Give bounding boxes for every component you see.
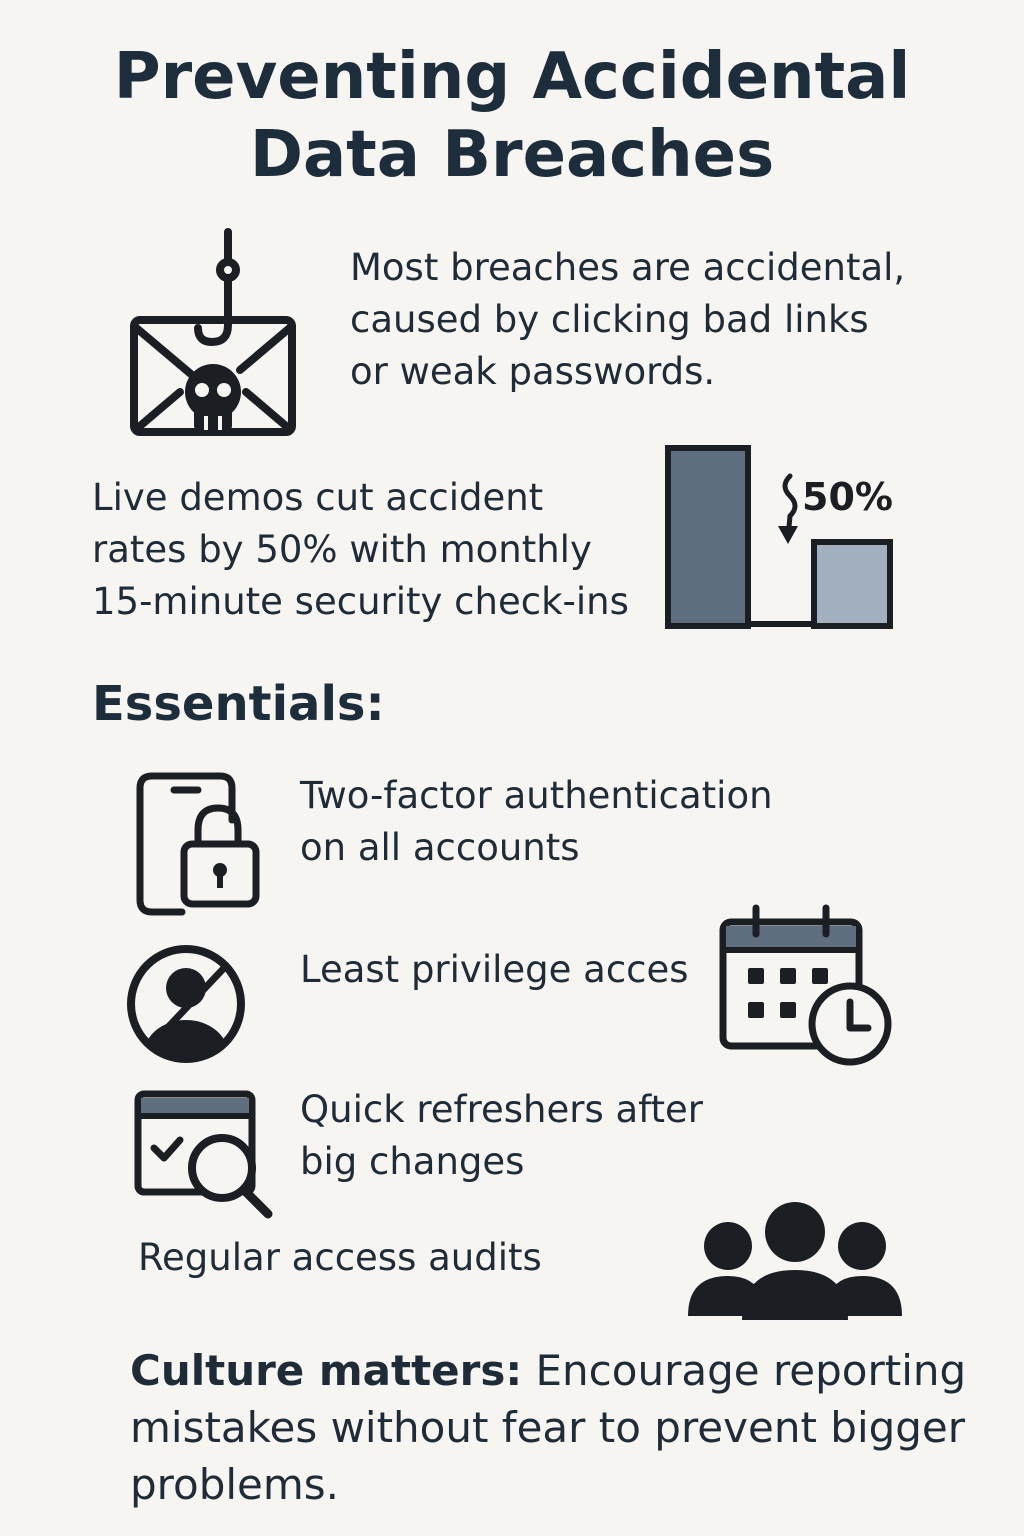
essential-refreshers-line-1: Quick refreshers after — [300, 1088, 704, 1131]
title-line-1: Preventing Accidental — [113, 40, 911, 114]
reduction-bar-graphic: 50% — [665, 445, 893, 629]
browser-search-icon — [134, 1090, 273, 1219]
essential-2fa-line-1: Two-factor authentication — [300, 774, 773, 817]
intro-text: Most breaches are accidental, caused by … — [350, 242, 905, 398]
bar-before — [665, 445, 751, 629]
culture-statement: Culture matters: Encourage reporting mis… — [130, 1342, 990, 1513]
essential-item-refreshers: Quick refreshers after big changes — [300, 1084, 703, 1188]
essential-refreshers-line-2: big changes — [300, 1140, 525, 1183]
intro-line-2: caused by clicking bad links — [350, 298, 869, 341]
essential-item-audits: Regular access audits — [138, 1232, 542, 1284]
stat-text: Live demos cut accident rates by 50% wit… — [92, 472, 629, 628]
essential-audits-line: Regular access audits — [138, 1236, 542, 1279]
bar-after — [811, 539, 893, 629]
phone-lock-icon — [136, 772, 260, 916]
page-title: Preventing Accidental Data Breaches — [0, 38, 1024, 194]
stat-line-1: Live demos cut accident — [92, 476, 544, 519]
essential-item-2fa: Two-factor authentication on all account… — [300, 770, 773, 874]
stat-line-2: rates by 50% with monthly — [92, 528, 592, 571]
calendar-clock-icon — [719, 904, 892, 1066]
reduction-badge: 50% — [802, 475, 893, 519]
culture-label: Culture matters: — [130, 1346, 523, 1395]
intro-line-1: Most breaches are accidental, — [350, 246, 906, 289]
culture-text: Encourage reporting mistakes without fea… — [130, 1346, 967, 1509]
essential-item-least-privilege: Least privilege acces — [300, 944, 689, 996]
intro-line-3: or weak passwords. — [350, 350, 716, 393]
essential-2fa-line-2: on all accounts — [300, 826, 580, 869]
stat-line-3: 15-minute security check-ins — [92, 580, 629, 623]
down-arrow-icon — [782, 473, 798, 541]
restricted-user-icon — [127, 945, 245, 1063]
team-icon — [688, 1202, 902, 1320]
essential-least-privilege-line: Least privilege acces — [300, 948, 689, 991]
phishing-email-icon — [130, 228, 296, 436]
title-line-2: Data Breaches — [249, 118, 775, 192]
essentials-heading: Essentials: — [92, 676, 385, 732]
